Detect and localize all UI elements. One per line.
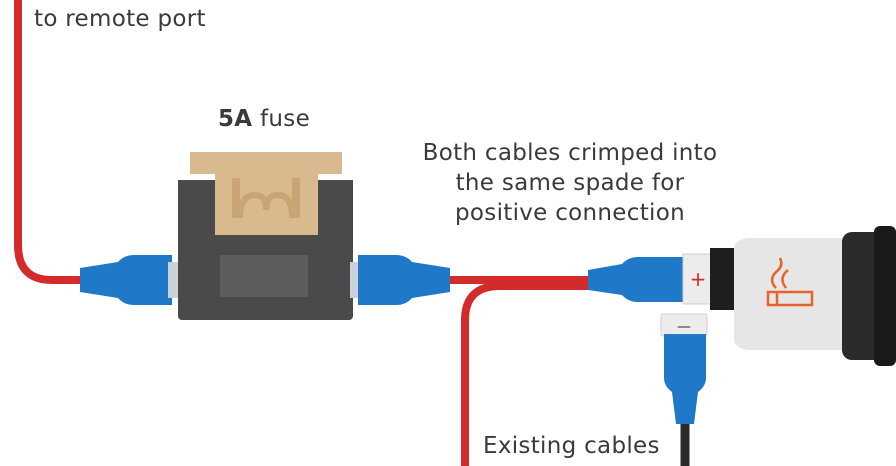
existing-cables-label: Existing cables [483, 433, 660, 459]
negative-symbol: — [677, 319, 691, 335]
fuse-icon [190, 152, 342, 235]
negative-terminal: — [660, 313, 708, 424]
fuse-label: 5A fuse [218, 106, 310, 132]
fuse-input-spade-connector [80, 255, 180, 305]
socket-positive-spade-connector [588, 257, 684, 302]
fuse-holder [178, 152, 353, 320]
fuse-rating-label: 5A [218, 106, 253, 132]
socket-negative-spade-connector [664, 334, 706, 424]
existing-positive-wire [461, 282, 600, 466]
spade-note-label: Both cables crimped into the same spade … [422, 140, 718, 226]
positive-symbol: + [690, 267, 707, 291]
fuse-word-label: fuse [260, 106, 311, 132]
fuse-output-spade-connector [350, 255, 450, 305]
cigarette-lighter-icon [766, 257, 814, 307]
positive-terminal: + [682, 248, 734, 310]
remote-port-label: to remote port [34, 6, 206, 32]
remote-port-wire [14, 0, 90, 284]
cigarette-lighter-socket [734, 226, 896, 366]
